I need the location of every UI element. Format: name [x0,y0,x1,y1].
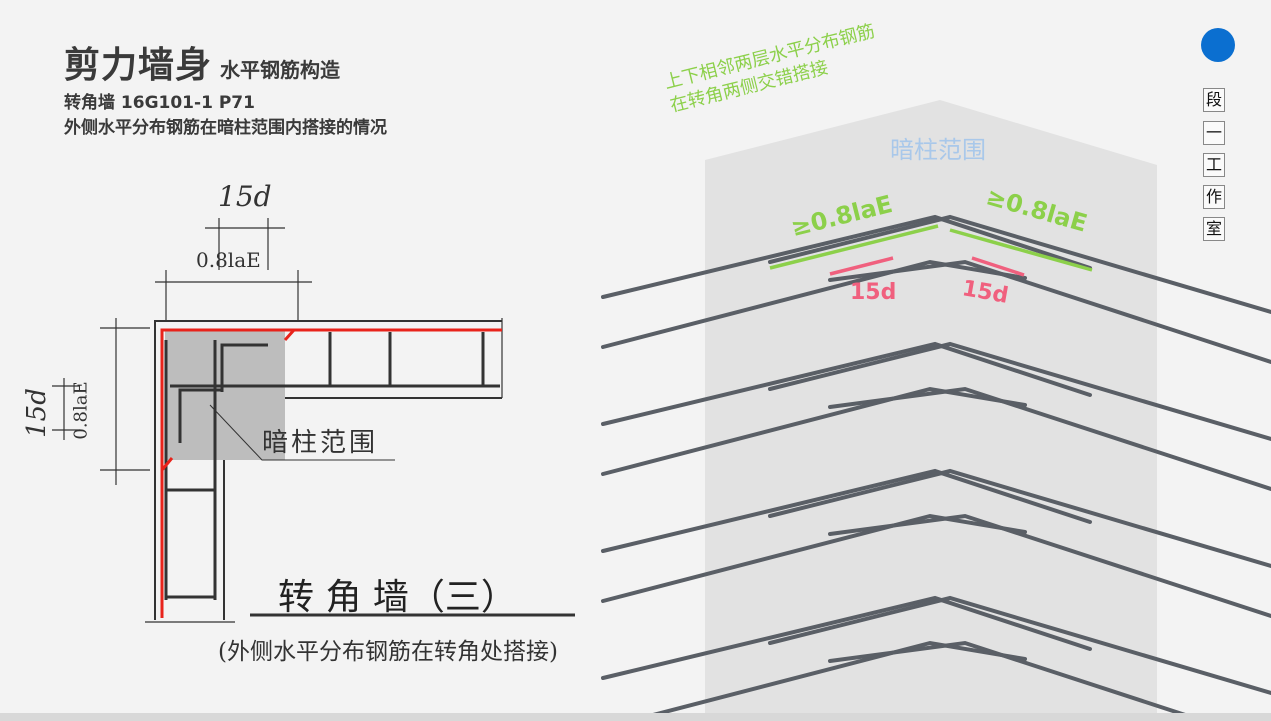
rebar [768,341,1271,441]
hook-length-left: 15d [850,280,897,305]
dim-side-15d: 15d [21,388,52,438]
seal-char: 工 [1203,153,1225,177]
dim-top-08lae: 0.8laE [196,248,261,272]
drawing-caption: 转 角 墙（三） [278,577,517,618]
dim-side-08lae: 0.8laE [70,381,92,440]
seal-char: 一 [1203,121,1225,145]
seal-char: 段 [1203,88,1225,112]
rebar [828,259,1271,364]
page-title: 剪力墙身水平钢筋构造 [64,36,340,88]
rebar [768,595,1271,695]
bottom-bar [0,713,1271,721]
rebar [601,214,1092,299]
rebar [768,468,1271,568]
seal-char: 室 [1203,217,1225,241]
dim-top-15d: 15d [218,180,272,213]
rebar [828,513,1271,618]
rebar [601,595,1092,680]
rebar [828,386,1271,491]
page-subtitle: 水平钢筋构造 [220,58,341,82]
drawing-caption-note: (外侧水平分布钢筋在转角处搭接) [218,639,558,665]
rebar [828,640,1211,721]
title-text: 剪力墙身 [64,45,213,86]
rebar [768,214,1271,314]
description-text: 外侧水平分布钢筋在暗柱范围内搭接的情况 [64,118,387,138]
rebar [601,341,1092,426]
column-zone-label-3d: 暗柱范围 [890,136,986,164]
seal-char: 作 [1203,185,1225,209]
column-zone-label: 暗柱范围 [262,428,379,458]
hidden-column-zone [705,100,1157,715]
rebar [601,468,1092,553]
reference-text: 转角墙 16G101-1 P71 [64,93,255,113]
brand-dot-icon [1201,28,1235,62]
